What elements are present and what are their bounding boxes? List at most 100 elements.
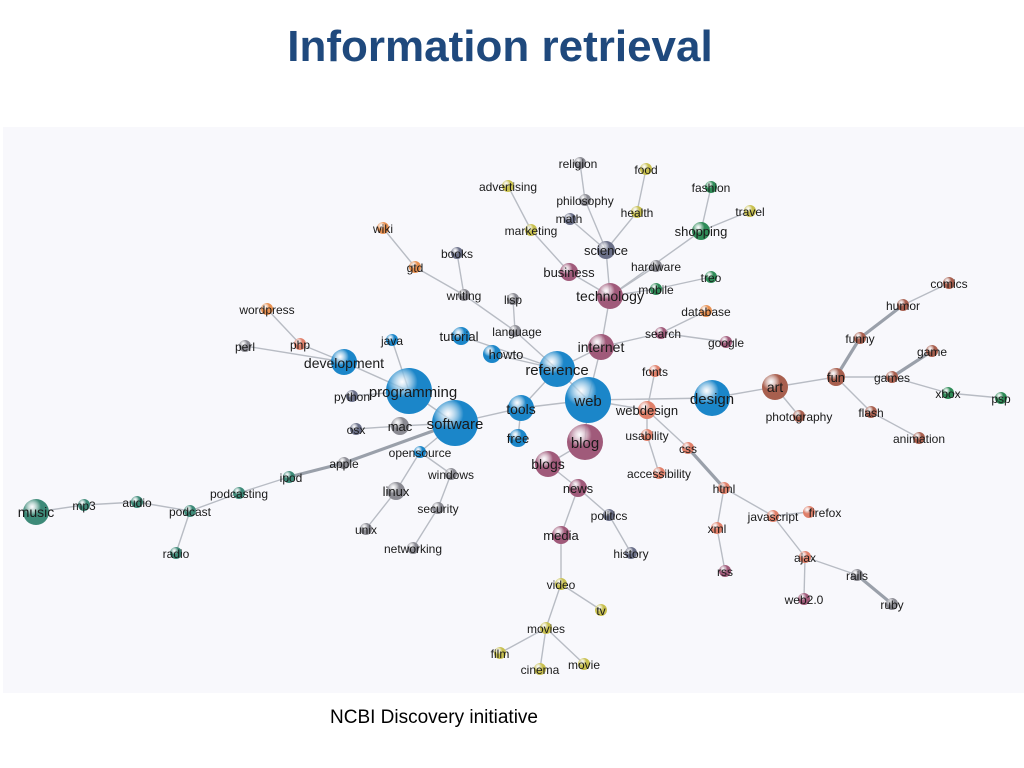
- node-advertising[interactable]: [502, 180, 514, 192]
- node-politics[interactable]: [603, 509, 615, 521]
- node-howto[interactable]: [483, 345, 501, 363]
- node-shopping[interactable]: [692, 222, 710, 240]
- node-religion[interactable]: [574, 157, 586, 169]
- node-label-photography: photography: [766, 410, 833, 424]
- node-php[interactable]: [294, 338, 306, 350]
- node-windows[interactable]: [445, 468, 457, 480]
- node-business[interactable]: [560, 263, 578, 281]
- node-label-software: software: [427, 416, 484, 433]
- node-funny[interactable]: [854, 332, 866, 344]
- node-accessibility[interactable]: [653, 467, 665, 479]
- node-math[interactable]: [564, 213, 576, 225]
- node-opensource[interactable]: [414, 446, 426, 458]
- node-osx[interactable]: [350, 423, 362, 435]
- node-psp[interactable]: [995, 392, 1007, 404]
- node-technology[interactable]: [597, 283, 623, 309]
- node-security[interactable]: [432, 502, 444, 514]
- node-writing[interactable]: [458, 289, 470, 301]
- node-google[interactable]: [720, 336, 732, 348]
- node-game[interactable]: [926, 345, 938, 357]
- node-music[interactable]: [23, 499, 49, 525]
- node-mp3[interactable]: [78, 499, 90, 511]
- node-web[interactable]: [565, 377, 611, 423]
- node-ipod[interactable]: [283, 471, 295, 483]
- node-label-mobile: mobile: [638, 283, 674, 297]
- node-food[interactable]: [640, 163, 652, 175]
- node-treo[interactable]: [705, 271, 717, 283]
- node-travel[interactable]: [744, 205, 756, 217]
- node-firefox[interactable]: [803, 506, 815, 518]
- node-database[interactable]: [700, 305, 712, 317]
- node-html[interactable]: [718, 482, 730, 494]
- node-flash[interactable]: [865, 406, 877, 418]
- node-art[interactable]: [762, 374, 788, 400]
- node-label-flash: flash: [858, 406, 883, 420]
- node-networking[interactable]: [407, 542, 419, 554]
- node-health[interactable]: [631, 206, 643, 218]
- node-tutorial[interactable]: [452, 327, 470, 345]
- node-media[interactable]: [552, 526, 570, 544]
- node-label-osx: osx: [347, 423, 366, 437]
- node-python[interactable]: [346, 390, 358, 402]
- node-comics[interactable]: [943, 277, 955, 289]
- node-design[interactable]: [694, 380, 730, 416]
- node-news[interactable]: [569, 479, 587, 497]
- node-xbox[interactable]: [942, 387, 954, 399]
- node-games[interactable]: [886, 371, 898, 383]
- node-gtd[interactable]: [409, 261, 421, 273]
- node-development[interactable]: [331, 349, 357, 375]
- node-java[interactable]: [386, 334, 398, 346]
- node-usability[interactable]: [641, 429, 653, 441]
- node-animation[interactable]: [913, 432, 925, 444]
- node-language[interactable]: [509, 325, 521, 337]
- node-blogs[interactable]: [535, 451, 561, 477]
- node-philosophy[interactable]: [579, 194, 591, 206]
- node-audio[interactable]: [131, 496, 143, 508]
- node-css[interactable]: [682, 442, 694, 454]
- node-fonts[interactable]: [649, 365, 661, 377]
- node-ruby[interactable]: [886, 598, 898, 610]
- node-humor[interactable]: [897, 299, 909, 311]
- node-books[interactable]: [451, 247, 463, 259]
- node-webdesign[interactable]: [638, 401, 656, 419]
- node-lisp[interactable]: [507, 293, 519, 305]
- node-hardware[interactable]: [650, 260, 662, 272]
- node-wordpress[interactable]: [261, 303, 273, 315]
- node-tv[interactable]: [595, 604, 607, 616]
- node-radio[interactable]: [170, 547, 182, 559]
- node-movie[interactable]: [578, 658, 590, 670]
- node-cinema[interactable]: [534, 663, 546, 675]
- node-fashion[interactable]: [705, 181, 717, 193]
- node-photography[interactable]: [793, 410, 805, 422]
- node-mobile[interactable]: [650, 283, 662, 295]
- node-podcasting[interactable]: [233, 487, 245, 499]
- node-film[interactable]: [494, 647, 506, 659]
- node-movies[interactable]: [540, 622, 552, 634]
- node-programming[interactable]: [386, 368, 432, 414]
- node-perl[interactable]: [239, 340, 251, 352]
- node-apple[interactable]: [338, 457, 350, 469]
- node-mac[interactable]: [391, 417, 409, 435]
- node-software[interactable]: [432, 400, 478, 446]
- node-tools[interactable]: [508, 395, 534, 421]
- node-unix[interactable]: [360, 523, 372, 535]
- node-web2-0[interactable]: [798, 593, 810, 605]
- node-internet[interactable]: [588, 334, 614, 360]
- node-free[interactable]: [509, 429, 527, 447]
- node-marketing[interactable]: [525, 224, 537, 236]
- node-blog[interactable]: [567, 424, 603, 460]
- node-podcast[interactable]: [184, 505, 196, 517]
- node-science[interactable]: [597, 241, 615, 259]
- node-rss[interactable]: [719, 565, 731, 577]
- node-javascript[interactable]: [767, 510, 779, 522]
- node-linux[interactable]: [387, 482, 405, 500]
- node-search[interactable]: [655, 327, 667, 339]
- node-reference[interactable]: [539, 351, 575, 387]
- node-rails[interactable]: [851, 569, 863, 581]
- node-history[interactable]: [625, 547, 637, 559]
- node-fun[interactable]: [827, 368, 845, 386]
- node-video[interactable]: [555, 578, 567, 590]
- node-ajax[interactable]: [799, 551, 811, 563]
- node-wiki[interactable]: [377, 222, 389, 234]
- node-xml[interactable]: [711, 522, 723, 534]
